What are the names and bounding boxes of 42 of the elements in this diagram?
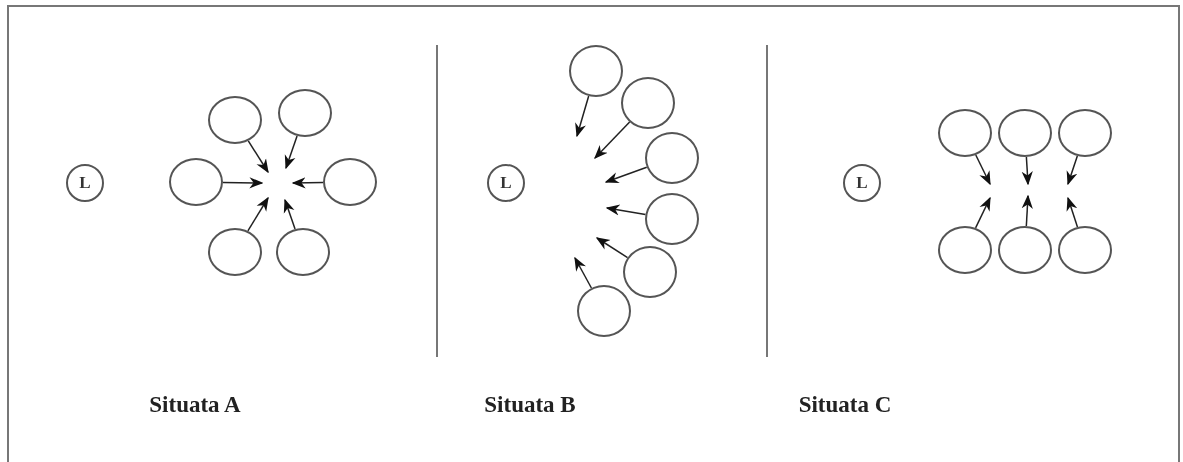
circle-node: L [66,164,104,202]
circle-node [1058,226,1112,274]
arrow [604,166,648,183]
arrow [974,196,991,229]
circle-node [278,89,332,137]
circle-node [998,226,1052,274]
arrow [575,95,590,138]
circle-node [208,228,262,276]
circle-node [623,246,677,298]
circle-node [645,132,699,184]
arrow [283,198,296,230]
circle-node [208,96,262,144]
arrow [247,196,269,232]
circle-node [645,193,699,245]
arrow [1066,155,1079,186]
circle-node [621,77,675,129]
arrow [247,140,269,174]
arrow [594,121,631,159]
circle-node [938,226,992,274]
situation-label: Situata B [484,392,576,418]
arrow [284,135,298,170]
circle-node: L [843,164,881,202]
circle-node [276,228,330,276]
situation-label: Situata A [149,392,241,418]
circle-node [577,285,631,337]
circle-node [998,109,1052,157]
arrow [1066,196,1079,228]
arrow [1021,156,1033,186]
circle-node [1058,109,1112,157]
arrow [291,177,324,189]
arrow [574,256,593,289]
arrow [1021,194,1033,227]
situation-label: Situata C [798,392,892,418]
circle-node [169,158,223,206]
circle-node [938,109,992,157]
arrow [595,237,629,259]
arrow [975,154,991,186]
circle-node [323,158,377,206]
arrow [605,204,647,216]
circle-node [569,45,623,97]
arrow [222,177,264,189]
circle-node: L [487,164,525,202]
